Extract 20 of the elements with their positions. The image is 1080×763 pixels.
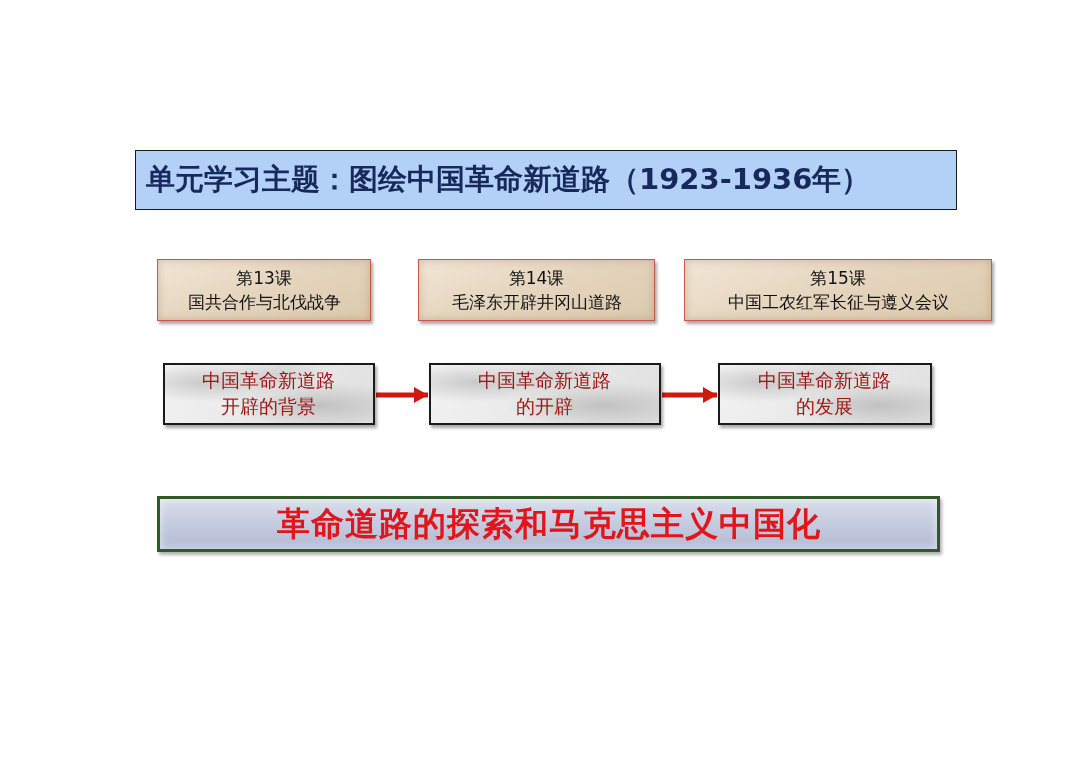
title-banner: 单元学习主题：图绘中国革命新道路（1923-1936年） bbox=[135, 150, 957, 210]
lesson-box bbox=[684, 259, 992, 321]
lesson-box bbox=[157, 259, 371, 321]
theme-text: 革命道路的探索和马克思主义中国化 bbox=[276, 502, 821, 545]
topic-box bbox=[429, 363, 661, 425]
arrow bbox=[376, 387, 428, 403]
topic-box bbox=[163, 363, 375, 425]
topic-text: 中国革命新道路的发展 bbox=[757, 369, 893, 419]
lesson-number: 第14课 bbox=[508, 266, 565, 290]
lesson-title: 中国工农红军长征与遵义会议 bbox=[727, 291, 949, 314]
lesson-title: 国共合作与北伐战争 bbox=[187, 291, 341, 314]
topic-box bbox=[718, 363, 932, 425]
lesson-number: 第15课 bbox=[810, 266, 866, 290]
arrow bbox=[662, 387, 717, 403]
lesson-number: 第13课 bbox=[236, 266, 292, 290]
topic-text: 中国革命新道路开辟的背景 bbox=[201, 369, 337, 419]
topic-text: 中国革命新道路的开辟 bbox=[477, 369, 613, 419]
lesson-title: 毛泽东开辟井冈山道路 bbox=[451, 291, 622, 314]
lesson-box bbox=[418, 259, 655, 321]
theme-banner bbox=[157, 496, 940, 552]
